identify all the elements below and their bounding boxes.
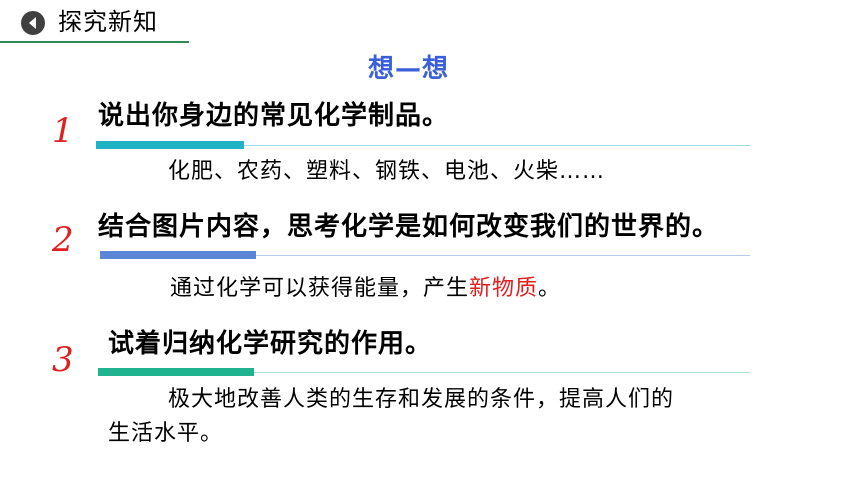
answer-1: 化肥、农药、塑料、钢铁、电池、火柴……: [168, 159, 606, 184]
question-1-rule: [244, 145, 750, 146]
answer-2-suffix: 。: [538, 276, 562, 301]
answer-3-line-1: 极大地改善人类的生存和发展的条件，提高人们的: [168, 387, 675, 412]
question-2: 结合图片内容，思考化学是如何改变我们的世界的。: [98, 212, 720, 242]
item-number-3: 3: [52, 340, 74, 380]
item-number-1: 1: [52, 111, 74, 151]
question-3-rule: [254, 372, 750, 373]
question-3: 试着归纳化学研究的作用。: [108, 329, 433, 359]
header-underline: [0, 41, 189, 43]
answer-2-text: 通过化学可以获得能量，产生: [170, 276, 470, 301]
question-3-accent-bar: [98, 368, 254, 376]
answer-2: 通过化学可以获得能量，产生新物质。: [170, 273, 561, 305]
header-title: 探究新知: [58, 8, 158, 36]
section-title: 想—想: [368, 54, 450, 84]
question-2-rule: [256, 255, 750, 256]
answer-3-line-2: 生活水平。: [108, 421, 224, 446]
item-number-2: 2: [52, 220, 74, 260]
question-1-accent-bar: [96, 141, 244, 149]
question-1: 说出你身边的常见化学制品。: [98, 101, 450, 131]
answer-2-highlight: 新物质: [469, 276, 539, 301]
play-circle-icon: [21, 11, 45, 35]
question-2-accent-bar: [100, 251, 256, 259]
